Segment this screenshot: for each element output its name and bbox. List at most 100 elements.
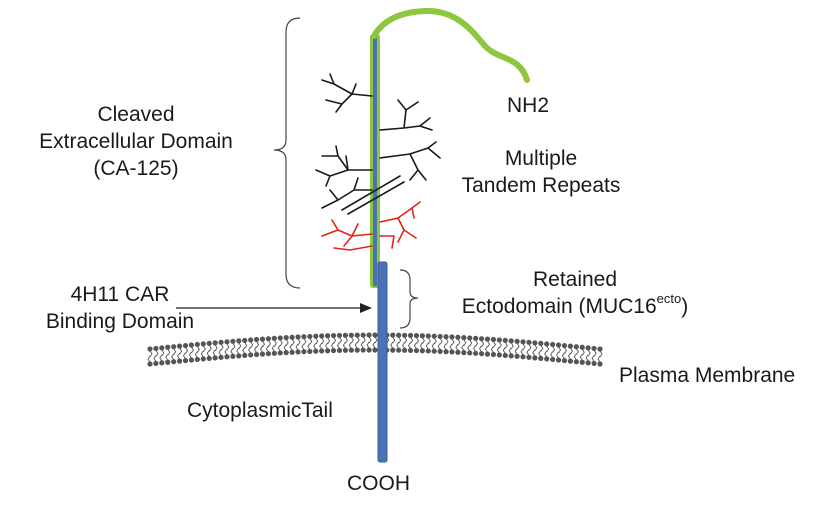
- lipid-tail: [208, 345, 212, 352]
- lipid-head: [419, 333, 425, 339]
- lipid-head: [366, 347, 372, 353]
- lipid-tail: [540, 345, 544, 352]
- lipid-tail: [159, 354, 163, 362]
- lipid-tail: [585, 354, 589, 362]
- lipid-tail: [319, 342, 323, 350]
- lipid-tail: [354, 341, 358, 349]
- lipid-tail: [461, 344, 465, 351]
- lipid-tail: [297, 338, 301, 346]
- lipid-head: [200, 356, 206, 362]
- lipid-tail: [581, 349, 585, 356]
- lipid-head: [544, 341, 550, 347]
- car-binding-domain-label: 4H11 CAR Binding Domain: [20, 281, 220, 335]
- lipid-head: [206, 355, 212, 361]
- lipid-tail: [220, 344, 224, 351]
- lipid-tail: [484, 345, 488, 353]
- lipid-tail: [496, 346, 500, 354]
- lipid-tail: [155, 350, 159, 357]
- lipid-tail: [366, 341, 370, 349]
- lipid-tail: [218, 349, 222, 356]
- lipid-head: [295, 334, 301, 340]
- lipid-head: [330, 347, 337, 354]
- lipid-head: [159, 345, 165, 351]
- car-label-line-2: Binding Domain: [45, 310, 195, 333]
- lipid-head: [336, 347, 343, 354]
- lipid-tail: [262, 340, 266, 348]
- lipid-tail: [194, 351, 198, 358]
- lipid-head: [425, 348, 431, 354]
- lipid-tail: [313, 342, 317, 350]
- lipid-tail: [469, 339, 473, 347]
- lipid-head: [230, 338, 236, 344]
- lipid-head: [478, 336, 485, 342]
- lipid-head: [473, 335, 479, 341]
- lipid-tail: [502, 347, 506, 354]
- lipid-tail: [508, 347, 512, 355]
- lipid-tail: [327, 337, 331, 345]
- lipid-head: [188, 357, 195, 363]
- lipid-head: [508, 338, 514, 344]
- lipid-head: [538, 340, 544, 346]
- lipid-tail: [360, 341, 364, 349]
- lipid-tail: [567, 352, 571, 360]
- lipid-tail: [345, 337, 348, 344]
- lipid-head: [443, 334, 449, 340]
- lipid-head: [271, 335, 277, 341]
- lipid-head: [253, 336, 260, 343]
- lipid-tail: [443, 343, 447, 350]
- lipid-head: [555, 342, 562, 348]
- lipid-head: [431, 348, 437, 354]
- lipid-head: [307, 333, 313, 340]
- lipid-head: [265, 336, 272, 342]
- lipid-head: [360, 332, 366, 338]
- lipid-tail: [265, 345, 269, 352]
- cleaved-label-line-2: Extracellular Domain: [39, 130, 233, 153]
- lipid-tail: [451, 338, 455, 346]
- lipid-tail: [236, 347, 240, 355]
- lipid-head: [200, 341, 206, 347]
- lipid-head: [336, 332, 343, 339]
- lipid-head: [206, 340, 212, 346]
- lipid-tail: [224, 348, 228, 356]
- lipid-tail: [372, 341, 376, 349]
- lipid-tail: [188, 351, 192, 359]
- lipid-tail: [309, 338, 313, 345]
- lipid-tail: [544, 350, 548, 358]
- lipid-head: [236, 338, 242, 344]
- lipid-tail: [392, 336, 396, 344]
- lipid-tail: [475, 340, 479, 347]
- lipid-tail: [250, 341, 254, 349]
- lipid-head: [390, 332, 396, 338]
- lipid-head: [490, 351, 497, 358]
- lipid-tail: [147, 355, 151, 363]
- lipid-tail: [325, 342, 329, 350]
- lipid-head: [218, 339, 224, 345]
- lipid-tail: [356, 336, 360, 344]
- lipid-tail: [410, 337, 414, 344]
- lipid-tail: [564, 347, 568, 354]
- lipid-tail: [277, 344, 281, 352]
- lipid-tail: [402, 342, 405, 349]
- lipid-tail: [259, 345, 263, 353]
- lipid-head: [230, 353, 236, 359]
- lipid-tail: [558, 346, 562, 354]
- lipid-head: [437, 333, 443, 340]
- lipid-tail: [295, 343, 299, 351]
- lipid-head: [579, 344, 585, 350]
- lipid-tail: [350, 336, 354, 344]
- lipid-tail: [301, 343, 305, 350]
- lipid-head: [277, 350, 283, 356]
- lipid-head: [188, 342, 195, 348]
- lipid-head: [490, 336, 497, 343]
- lipid-head: [242, 352, 248, 359]
- retained-ectodomain-brace: [399, 269, 419, 329]
- lipid-tail: [425, 342, 429, 350]
- nh2-label: NH2: [507, 94, 550, 117]
- lipid-head: [402, 347, 408, 353]
- lipid-tail: [149, 350, 153, 358]
- lipid-head: [153, 345, 159, 352]
- lipid-head: [182, 342, 189, 349]
- lipid-head: [319, 333, 325, 339]
- lipid-head: [295, 349, 301, 355]
- lipid-tail: [232, 343, 236, 350]
